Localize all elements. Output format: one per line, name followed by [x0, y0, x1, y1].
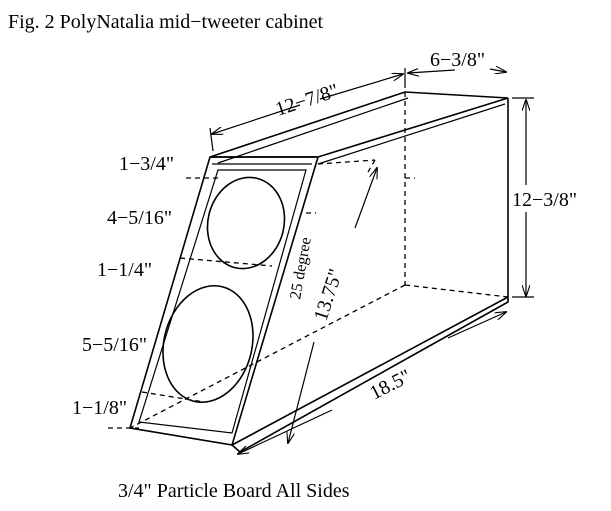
dimension-lines: [209, 68, 534, 454]
top-length-label: 12−7/8": [273, 80, 342, 121]
bottom-length-label: 18.5": [366, 365, 414, 404]
hidden-edges: [108, 92, 509, 429]
tweeter-cutout: [206, 176, 286, 270]
woofer-cutout: [162, 284, 254, 404]
figure-title: Fig. 2 PolyNatalia mid−tweeter cabinet: [8, 11, 324, 33]
height-label: 12−3/8": [512, 189, 577, 211]
material-caption: 3/4" Particle Board All Sides: [118, 480, 350, 502]
top-margin-label: 1−3/4": [119, 153, 174, 175]
baffle-length-label: 13.75": [310, 266, 347, 323]
bottom-margin-label: 1−1/8": [72, 397, 127, 419]
woofer-diameter-label: 5−5/16": [82, 334, 147, 356]
depth-label: 6−3/8": [430, 49, 485, 71]
between-drivers-label: 1−1/4": [97, 259, 152, 281]
tweeter-diameter-label: 4−5/16": [107, 207, 172, 229]
